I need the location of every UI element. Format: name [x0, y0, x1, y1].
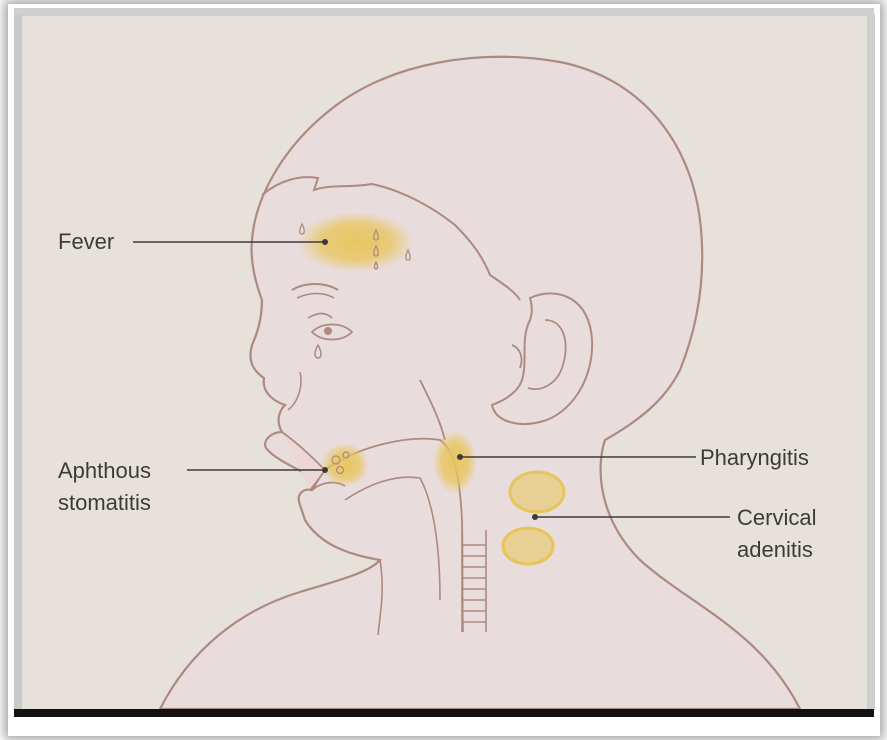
- pharyngitis-highlight: [433, 430, 477, 494]
- lymph-node-upper: [510, 472, 564, 512]
- eye: [312, 325, 352, 340]
- frame-edge-top: [14, 8, 874, 16]
- label-fever: Fever: [58, 226, 114, 258]
- illustration-panel: [22, 16, 867, 709]
- label-stomatitis: stomatitis: [58, 487, 151, 519]
- pupil: [324, 327, 332, 335]
- lymph-node-lower: [503, 528, 553, 564]
- label-pharyngitis: Pharyngitis: [700, 442, 809, 474]
- label-cervical: Cervical: [737, 502, 816, 534]
- label-aphthous: Aphthous: [58, 455, 151, 487]
- stomatitis-highlight: [321, 443, 369, 487]
- child-head-illustration: [22, 16, 867, 709]
- label-adenitis: adenitis: [737, 534, 813, 566]
- frame-edge-left: [14, 14, 22, 710]
- frame-edge-bottom: [14, 709, 874, 717]
- frame-edge-right: [867, 14, 875, 710]
